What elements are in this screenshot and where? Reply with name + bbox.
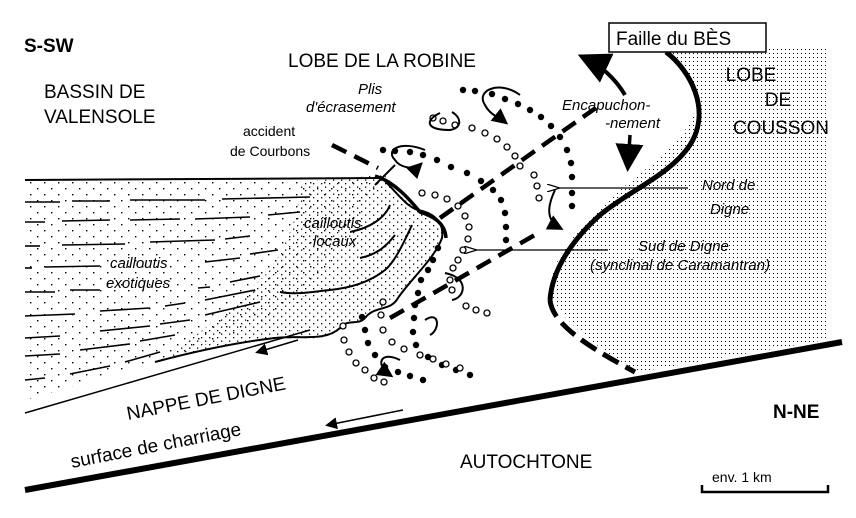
sud-digne-label-1: Sud de Digne [638,238,729,255]
cailloutis-exotiques-label-2: exotiques [106,275,171,292]
plis-label-2: d'écrasement [306,99,396,116]
nord-digne-label-1: Nord de [702,177,755,194]
plis-label-1: Plis [358,81,383,98]
lobe-cousson-label-3: COUSSON [733,118,829,139]
accident-label-1: accident [243,123,295,139]
encapuchonnement-arrow-up [577,53,627,97]
nappe-motion-arrow [255,339,299,356]
orientation-right: N-NE [773,402,819,423]
encapuchonnement-arrow-down [615,134,644,172]
cailloutis-locaux-label-1: cailloutis [304,215,362,232]
sud-digne-label-2: (synclinal de Caramantran) [590,257,770,274]
nappe-label: NAPPE DE DIGNE [125,373,288,424]
lobe-cousson-label-1: LOBE [726,65,777,86]
charriage-motion-arrow [325,409,404,430]
cailloutis-locaux-area [160,175,444,360]
fold-trace-open [339,114,543,386]
cailloutis-locaux-outline [154,175,444,363]
faille-du-bes-label: Faille du BÈS [616,29,731,50]
fold-hinges [375,86,564,378]
accident-leader [374,164,396,186]
scale-bar: env. 1 km [700,469,830,494]
scale-bar-label: env. 1 km [712,469,772,485]
lobe-robine-label: LOBE DE LA ROBINE [288,51,476,72]
faille-du-bes-box [608,22,767,53]
cailloutis-locaux-label-2: locaux [313,233,357,250]
cailloutis-exotiques-label-1: cailloutis [110,255,168,272]
faille-du-bes-line [547,50,702,301]
erosion-scarp [374,174,448,239]
autochtone-label: AUTOCHTONE [460,452,592,473]
lobe-cousson-area [550,48,826,372]
sediment-layer-lines [24,177,383,381]
bassin-label-1: BASSIN DE [44,82,145,103]
encapuchonnement-label-2: -nement [605,115,661,132]
fold-trace-filled [358,86,576,384]
encapuchonnement-label-1: Encapuchon- [562,97,650,114]
bassin-label-2: VALENSOLE [44,107,156,128]
lobe-cousson-label-2: DE [765,90,791,111]
faille-du-bes-dashed [547,299,637,375]
accident-label-2: de Courbons [230,143,310,159]
nord-digne-label-2: Digne [710,201,749,218]
orientation-left: S-SW [24,36,74,57]
surface-de-charriage-line [24,339,843,493]
